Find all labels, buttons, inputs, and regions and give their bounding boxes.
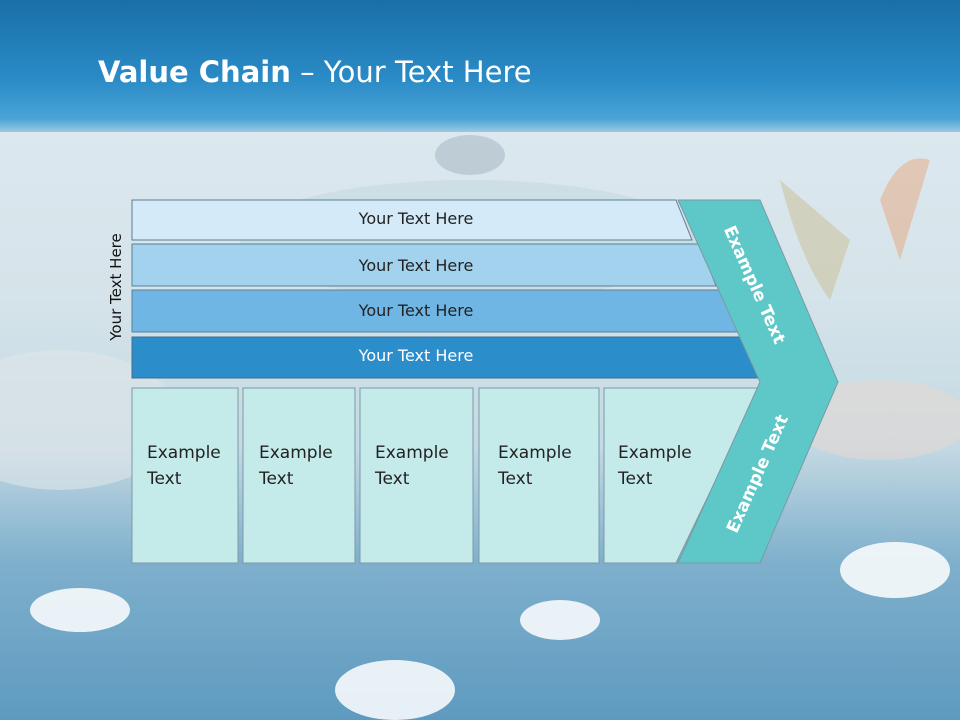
box-3-line2: Text xyxy=(375,469,410,489)
box-1-shape xyxy=(131,387,239,564)
title-bold: Value Chain xyxy=(98,55,291,89)
box-3-shape xyxy=(359,387,474,564)
box-4-shape xyxy=(478,387,600,564)
box-2-line1: Example xyxy=(259,443,333,463)
box-5-line1: Example xyxy=(618,443,692,463)
bar-3-label: Your Text Here xyxy=(358,301,474,320)
box-2-line2: Text xyxy=(259,469,294,489)
title-rest: – Your Text Here xyxy=(290,55,532,89)
bar-1-label: Your Text Here xyxy=(358,209,474,228)
box-2-shape xyxy=(242,387,356,564)
box-5-shape xyxy=(603,387,761,564)
bar-4-label: Your Text Here xyxy=(358,346,474,365)
box-4-line1: Example xyxy=(498,443,572,463)
box-1-line2: Text xyxy=(147,469,182,489)
box-4-line2: Text xyxy=(498,469,533,489)
chevron-arrow xyxy=(677,199,839,564)
box-1-line1: Example xyxy=(147,443,221,463)
bar-2-label: Your Text Here xyxy=(358,256,474,275)
bar-1-shape xyxy=(131,199,693,241)
reflection xyxy=(0,566,960,720)
slide-title: Value Chain – Your Text Here xyxy=(98,52,532,92)
bar-2-shape xyxy=(131,243,717,287)
box-3-line1: Example xyxy=(375,443,449,463)
title-bar xyxy=(0,0,960,132)
box-5-line2: Text xyxy=(618,469,653,489)
